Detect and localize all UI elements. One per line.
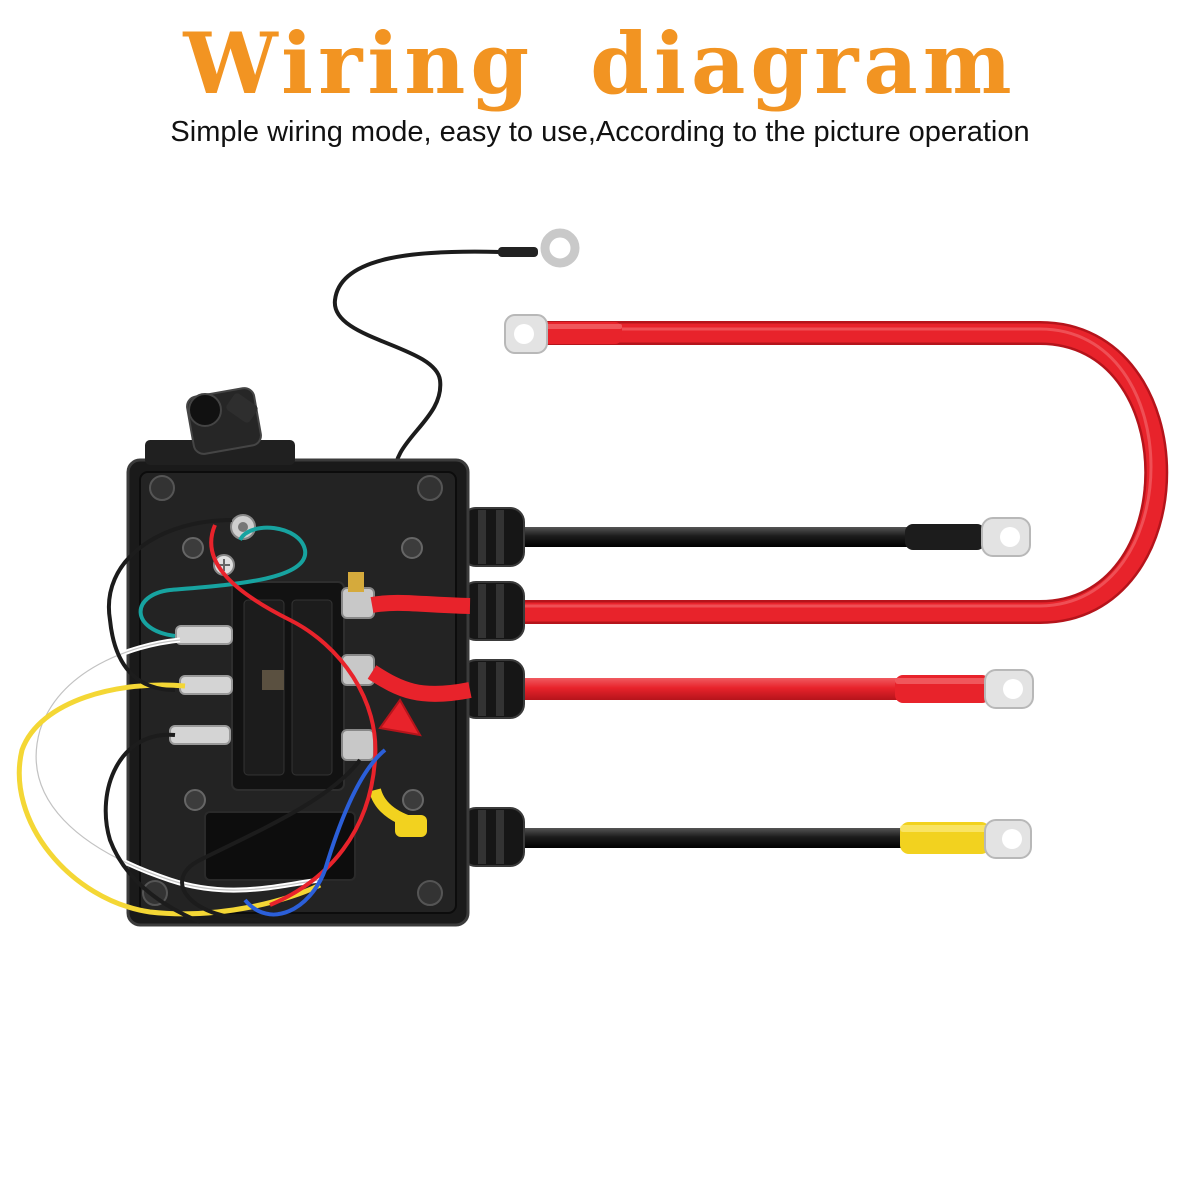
red-loop-cable bbox=[504, 314, 1169, 624]
internal-red-lead bbox=[367, 665, 472, 702]
mounting-bracket bbox=[145, 440, 295, 465]
red-cable-short bbox=[520, 669, 1034, 709]
cable-glands bbox=[461, 507, 525, 867]
plug-socket bbox=[186, 387, 262, 455]
black-wire bbox=[180, 758, 362, 922]
cable-gland bbox=[461, 581, 525, 641]
teal-wire bbox=[138, 525, 308, 638]
cable-gland bbox=[461, 807, 525, 867]
red-loop-cable-body bbox=[520, 321, 1169, 624]
black-wire bbox=[103, 732, 201, 924]
internal-red-lead bbox=[370, 594, 471, 614]
screw bbox=[401, 537, 423, 559]
screw bbox=[402, 789, 424, 811]
ground-ring-terminal bbox=[540, 228, 580, 268]
page-subtitle: Simple wiring mode, easy to use,Accordin… bbox=[170, 116, 1030, 148]
cable-gland bbox=[461, 659, 525, 719]
spade-connectors bbox=[169, 625, 233, 745]
ground-wire bbox=[332, 249, 501, 479]
screw bbox=[149, 475, 175, 501]
control-module bbox=[204, 811, 356, 881]
control-wires bbox=[16, 518, 387, 924]
black-cable-bottom bbox=[520, 819, 1032, 859]
black-cable-bottom-body bbox=[520, 828, 910, 848]
contactor-relay bbox=[231, 581, 345, 791]
blue-wire bbox=[243, 748, 387, 917]
yellow-wire bbox=[16, 682, 322, 917]
black-cable-top bbox=[520, 517, 1031, 557]
black-wire bbox=[106, 518, 233, 692]
control-box bbox=[126, 387, 472, 927]
screw bbox=[182, 537, 204, 559]
page-title: Wiring diagram bbox=[183, 14, 1017, 113]
ground-wire-sleeve bbox=[498, 247, 538, 257]
ground-lead bbox=[332, 228, 580, 479]
screw bbox=[417, 880, 443, 906]
red-wire bbox=[209, 524, 378, 907]
red-cable-short-body bbox=[520, 678, 920, 700]
screw bbox=[417, 475, 443, 501]
relay-terminals bbox=[341, 572, 375, 761]
black-cable-top-body bbox=[520, 527, 940, 547]
cable-gland bbox=[461, 507, 525, 567]
screw bbox=[184, 789, 206, 811]
